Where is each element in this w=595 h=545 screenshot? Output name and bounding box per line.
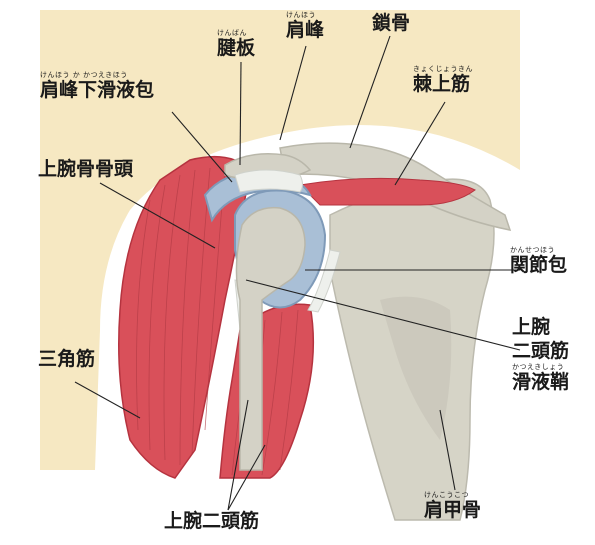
label-clavicle-text: 鎖骨 [372,14,410,33]
label-subacromial-bursa-ruby: けんほう か かつえきほう [40,72,154,79]
tendon-plate [235,170,303,192]
label-deltoid: 三角筋 [38,350,95,369]
label-acromion-text: 肩峰 [286,21,324,40]
label-tendon-plate: けんばん 腱板 [217,30,255,58]
label-clavicle: 鎖骨 [372,14,410,33]
label-biceps-sheath-ruby: かつえきしょう [512,364,569,371]
label-biceps: 上腕二頭筋 [164,512,259,531]
label-scapula-ruby: けんこうこつ [424,492,481,499]
label-tendon-plate-ruby: けんばん [217,30,255,37]
biceps-muscle [220,304,313,478]
label-supraspinatus: きょくじょうきん 棘上筋 [413,66,473,94]
label-biceps-sheath-line1: 上腕 [512,318,569,337]
label-joint-capsule-text: 関節包 [510,256,567,275]
label-biceps-sheath-line3: 滑液鞘 [512,373,569,392]
label-supraspinatus-ruby: きょくじょうきん [413,66,473,73]
label-joint-capsule-ruby: かんせつほう [510,247,567,254]
supraspinatus-muscle [300,178,475,205]
label-subacromial-bursa: けんほう か かつえきほう 肩峰下滑液包 [40,72,154,100]
label-joint-capsule: かんせつほう 関節包 [510,247,567,275]
label-scapula: けんこうこつ 肩甲骨 [424,492,481,520]
label-humeral-head-text: 上腕骨骨頭 [38,160,133,179]
label-scapula-text: 肩甲骨 [424,501,481,520]
label-humeral-head: 上腕骨骨頭 [38,160,133,179]
label-tendon-plate-text: 腱板 [217,39,255,58]
label-supraspinatus-text: 棘上筋 [413,75,473,94]
label-biceps-text: 上腕二頭筋 [164,512,259,531]
label-biceps-sheath: 上腕 二頭筋 かつえきしょう 滑液鞘 [512,318,569,392]
label-biceps-sheath-line2: 二頭筋 [512,342,569,361]
label-subacromial-bursa-text: 肩峰下滑液包 [40,81,154,100]
label-deltoid-text: 三角筋 [38,350,95,369]
label-acromion-ruby: けんほう [286,12,324,19]
label-acromion: けんほう 肩峰 [286,12,324,40]
